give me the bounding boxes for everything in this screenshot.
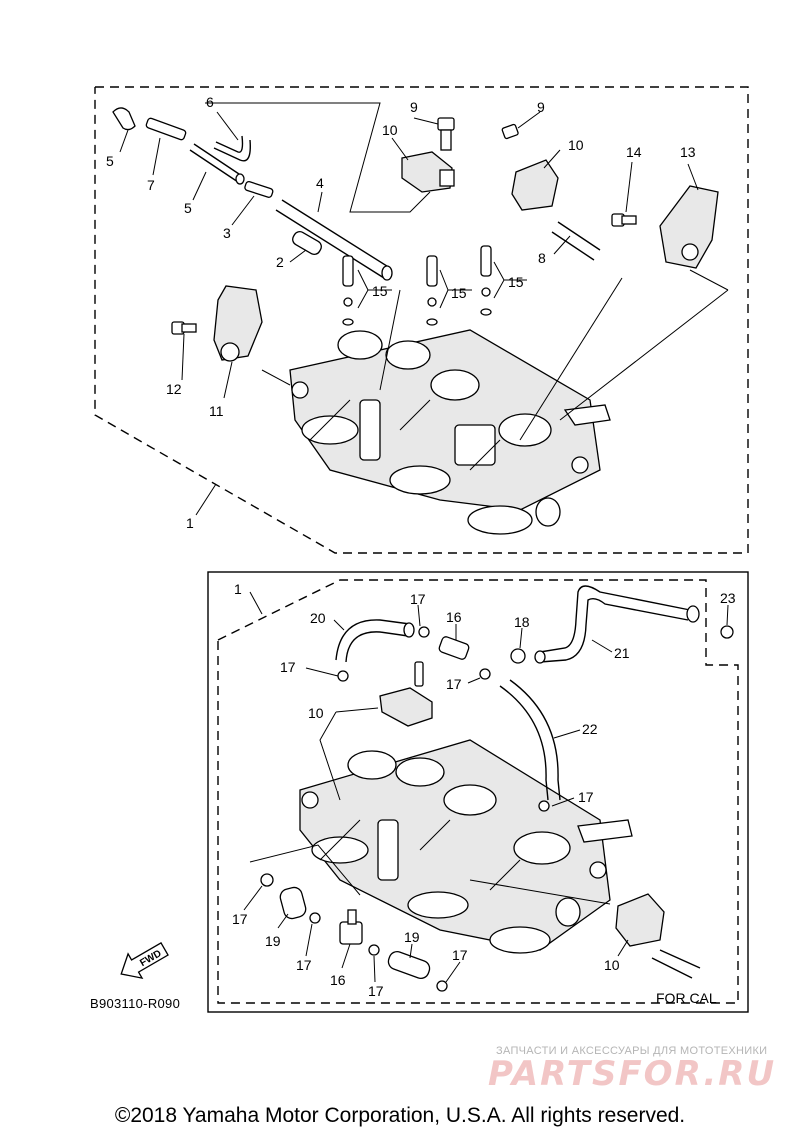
fwd-arrow-icon: FWD [120,942,169,980]
callouts-bottom: 1 20 17 16 18 21 23 17 10 17 22 17 17 19… [232,581,736,999]
hose-22 [499,679,561,801]
bottom-leader-lines [243,591,729,983]
sensor-11 [213,285,263,362]
callout: 11 [209,403,224,419]
top-leader-lines [119,102,729,516]
callout: 17 [280,659,296,675]
callout: 3 [223,225,231,241]
clamp-18 [510,648,526,664]
callout: 2 [276,254,284,270]
injector-set-15 [342,245,492,326]
callout: 15 [372,283,388,299]
hose-6 [213,135,251,162]
sensor-13 [659,185,719,269]
callout: 1 [234,581,242,597]
callout: 8 [538,250,546,266]
assembly-boundary-top [94,86,749,554]
callout: 7 [147,177,155,193]
callout: 20 [310,610,326,626]
callout: 10 [308,705,324,721]
hose-2 [292,230,322,256]
callout: 17 [452,947,468,963]
hose-8 [551,221,601,261]
callout: 17 [578,789,594,805]
joint-7 [145,117,187,141]
callout: 17 [446,676,462,692]
callout: 9 [537,99,545,115]
watermark-tagline: ЗАПЧАСТИ И АКСЕССУАРЫ ДЛЯ МОТОТЕХНИКИ [496,1045,768,1057]
clamp-17-e [260,873,274,887]
callout: 12 [166,381,182,397]
callout: 9 [410,99,418,115]
callout: 4 [316,175,324,191]
sensor-10-top-left [401,151,455,193]
callout: 10 [604,957,620,973]
throttle-body-top [289,329,611,535]
hose-5-left [112,107,136,131]
cal-note: FOR CAL [656,990,717,1006]
callout: 15 [508,274,524,290]
sensor-10-bottom-left [379,661,433,727]
callout: 19 [404,929,420,945]
copyright-notice: ©2018 Yamaha Motor Corporation, U.S.A. A… [114,1104,686,1127]
callout: 17 [232,911,248,927]
callout: 22 [582,721,598,737]
fwd-label: FWD [138,948,163,969]
bolt-9-right [501,123,519,140]
clamp-17-b [337,670,349,682]
callout: 10 [382,122,398,138]
clamp-17-h [436,980,448,992]
callout: 16 [330,972,346,988]
callout: 16 [446,609,462,625]
clamp-17-c [479,668,491,680]
clamp-23 [720,625,734,639]
screw-12 [171,321,197,335]
clamp-17-f [309,912,321,924]
hose-20 [335,619,415,663]
hose-5-long [189,143,245,185]
bolt-9-left [437,117,455,151]
clamp-17-a [418,626,430,638]
callout: 23 [720,590,736,606]
joint-16-bottom [339,909,363,945]
assembly-boundary-bottom [217,579,739,1004]
callout: 6 [206,94,214,110]
joint-3 [244,180,274,198]
hose-21 [534,585,700,664]
callout: 10 [568,137,584,153]
callout: 14 [626,144,642,160]
hose-19-left [279,886,307,920]
callout: 5 [106,153,114,169]
hose-19-right [387,950,431,980]
callout: 15 [451,285,467,301]
sensor-10-top-right [511,159,559,211]
watermark-logo: PARTSFOR.RU [488,1054,777,1094]
joint-16-top [438,636,470,660]
callout: 5 [184,200,192,216]
hose-4 [275,199,393,281]
callout: 17 [410,591,426,607]
clamp-17-g [368,944,380,956]
callout: 18 [514,614,530,630]
screw-14 [611,213,637,227]
callout: 17 [368,983,384,999]
callout: 19 [265,933,281,949]
callout: 17 [296,957,312,973]
clamp-17-d [538,800,550,812]
sensor-10-bottom-right [615,893,701,979]
callout: 1 [186,515,194,531]
cal-variant-frame [207,571,749,1013]
callouts-top: 6 5 7 5 3 4 2 9 10 9 10 14 13 8 15 15 15… [106,94,696,531]
callout: 21 [614,645,630,661]
diagram-code: B903110-R090 [90,996,181,1011]
callout: 13 [680,144,696,160]
